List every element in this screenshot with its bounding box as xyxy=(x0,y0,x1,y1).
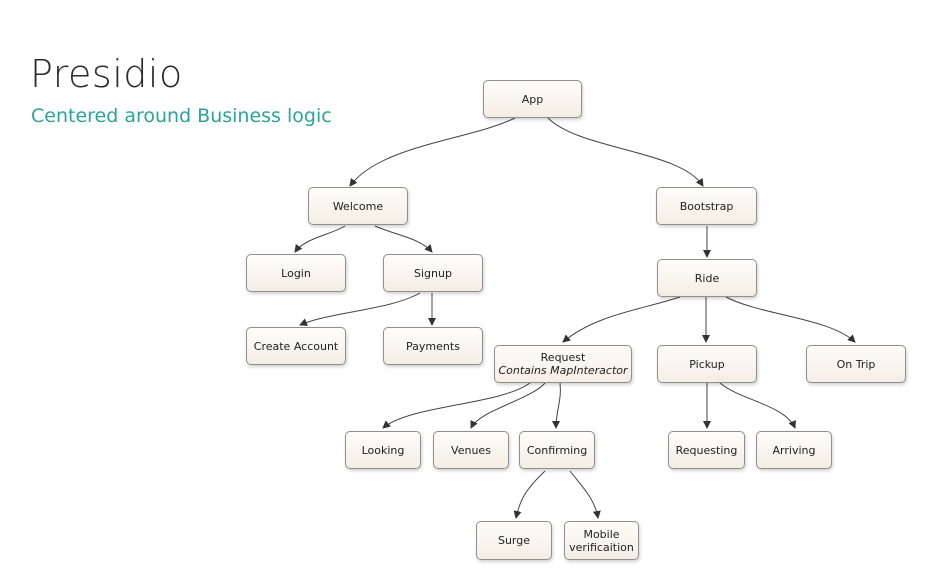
edge-request-looking xyxy=(382,382,531,429)
edge-request-venues xyxy=(470,382,546,429)
node-arriving-label: Arriving xyxy=(772,443,816,457)
node-mobile-verification[interactable]: Mobile verificaition xyxy=(564,521,639,560)
node-request-label: Request xyxy=(540,351,586,364)
edge-ride-ontrip xyxy=(725,296,856,343)
edge-welcome-signup xyxy=(374,225,433,253)
node-payments-label: Payments xyxy=(406,339,460,353)
node-requesting[interactable]: Requesting xyxy=(668,431,745,469)
node-arriving[interactable]: Arriving xyxy=(756,431,832,469)
node-venues-label: Venues xyxy=(451,443,491,457)
node-welcome-label: Welcome xyxy=(332,199,384,213)
edge-welcome-login xyxy=(294,225,346,253)
node-on-trip-label: On Trip xyxy=(836,357,876,371)
node-confirming-label: Confirming xyxy=(526,443,588,457)
node-confirming[interactable]: Confirming xyxy=(519,431,595,469)
node-ride[interactable]: Ride xyxy=(657,259,757,297)
node-requesting-label: Requesting xyxy=(675,443,738,457)
node-login[interactable]: Login xyxy=(246,254,346,292)
node-mobile-label-line2: verificaition xyxy=(569,540,634,554)
node-ride-label: Ride xyxy=(694,271,720,285)
node-venues[interactable]: Venues xyxy=(433,431,509,469)
edge-signup-create xyxy=(299,292,421,326)
edge-pickup-arriving xyxy=(719,382,796,429)
edge-app-bootstrap xyxy=(547,117,704,187)
node-pickup[interactable]: Pickup xyxy=(657,345,757,383)
node-login-label: Login xyxy=(281,266,311,280)
node-looking[interactable]: Looking xyxy=(345,431,421,469)
edge-confirming-surge xyxy=(513,470,546,519)
node-mobile-label-line1: Mobile xyxy=(583,527,620,541)
edge-ride-request xyxy=(562,296,681,343)
slide-subtitle: Centered around Business logic xyxy=(31,105,332,127)
edge-confirming-mobile xyxy=(569,470,601,519)
node-signup[interactable]: Signup xyxy=(383,254,483,292)
slide-title: Presidio xyxy=(30,52,183,96)
node-payments[interactable]: Payments xyxy=(383,327,483,365)
node-pickup-label: Pickup xyxy=(689,357,725,371)
node-signup-label: Signup xyxy=(414,266,452,280)
node-looking-label: Looking xyxy=(361,443,405,457)
node-welcome[interactable]: Welcome xyxy=(308,187,408,225)
node-app[interactable]: App xyxy=(483,80,582,118)
node-surge-label: Surge xyxy=(497,534,531,547)
node-app-label: App xyxy=(521,92,544,106)
node-bootstrap[interactable]: Bootstrap xyxy=(656,187,757,225)
node-bootstrap-label: Bootstrap xyxy=(679,199,734,213)
node-create-account[interactable]: Create Account xyxy=(246,327,346,365)
node-on-trip[interactable]: On Trip xyxy=(806,345,906,383)
edge-app-welcome xyxy=(349,117,516,187)
node-request[interactable]: Request Contains MapInteractor xyxy=(494,345,632,383)
node-create-account-label: Create Account xyxy=(253,339,339,353)
edge-request-confirming xyxy=(552,382,561,429)
node-surge[interactable]: Surge xyxy=(476,521,552,560)
node-request-sublabel: Contains MapInteractor xyxy=(498,364,628,377)
